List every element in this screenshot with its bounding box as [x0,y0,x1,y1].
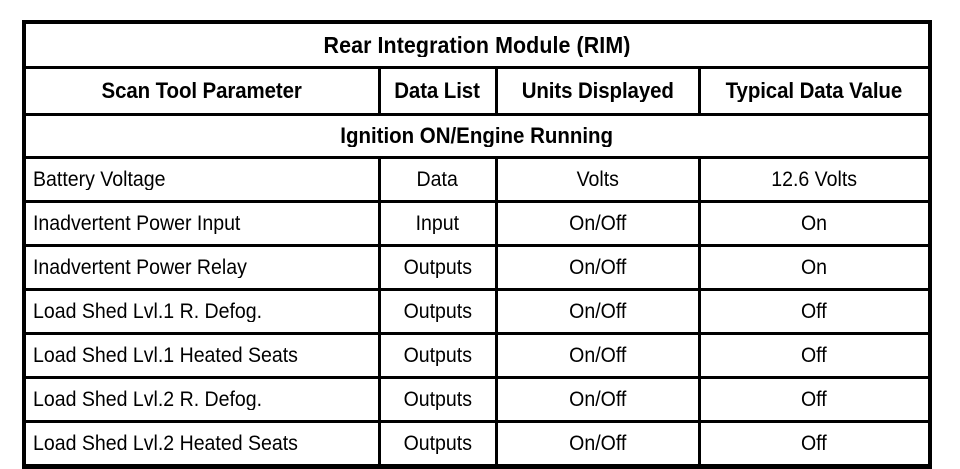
cell-units: On/Off [494,244,701,291]
cell-units: On/Off [494,200,701,247]
cell-parameter: Load Shed Lvl.1 Heated Seats [22,332,381,379]
table-row: Load Shed Lvl.2 R. Defog. Outputs On/Off… [22,376,933,423]
table-title-row: Rear Integration Module (RIM) [21,20,933,69]
cell-typical-value: On [697,200,933,247]
cell-data-list: Input [377,200,498,247]
column-header-scan-tool-parameter: Scan Tool Parameter [22,66,381,116]
section-header-ignition-on-engine-running: Ignition ON/Engine Running [21,113,933,159]
cell-typical-value: 12.6 Volts [697,156,933,203]
column-header-scan-tool-parameter-label: Scan Tool Parameter [101,80,302,102]
cell-parameter: Inadvertent Power Input [22,200,381,247]
column-header-units-displayed-label: Units Displayed [521,80,674,102]
section-header-row: Ignition ON/Engine Running [21,113,933,159]
rim-scan-tool-data-table: Rear Integration Module (RIM) Scan Tool … [21,20,933,469]
column-header-units-displayed: Units Displayed [494,66,701,116]
cell-parameter: Load Shed Lvl.2 Heated Seats [22,420,381,469]
page-root: Rear Integration Module (RIM) Scan Tool … [21,20,933,469]
cell-typical-value: On [697,244,933,291]
table-row: Inadvertent Power Relay Outputs On/Off O… [22,244,933,291]
cell-data-list: Outputs [377,420,498,469]
cell-parameter: Load Shed Lvl.1 R. Defog. [22,288,381,335]
table-row: Inadvertent Power Input Input On/Off On [22,200,933,247]
section-header-label: Ignition ON/Engine Running [340,125,614,147]
cell-units: Volts [494,156,701,203]
table-title: Rear Integration Module (RIM) [21,20,933,69]
cell-data-list: Data [377,156,498,203]
cell-units: On/Off [494,332,701,379]
cell-typical-value: Off [697,332,933,379]
cell-data-list: Outputs [377,288,498,335]
cell-parameter: Inadvertent Power Relay [22,244,381,291]
cell-typical-value: Off [697,288,933,335]
table-row: Load Shed Lvl.1 R. Defog. Outputs On/Off… [22,288,933,335]
cell-units: On/Off [494,288,701,335]
cell-parameter: Battery Voltage [22,156,381,203]
table-row: Load Shed Lvl.2 Heated Seats Outputs On/… [22,420,933,469]
column-header-data-list-label: Data List [394,80,481,102]
column-header-data-list: Data List [377,66,498,116]
cell-data-list: Outputs [377,376,498,423]
column-header-row: Scan Tool Parameter Data List Units Disp… [22,66,933,116]
cell-typical-value: Off [697,420,933,469]
column-header-typical-data-value-label: Typical Data Value [726,80,903,102]
table-row: Battery Voltage Data Volts 12.6 Volts [22,156,933,203]
table-row: Load Shed Lvl.1 Heated Seats Outputs On/… [22,332,933,379]
cell-parameter: Load Shed Lvl.2 R. Defog. [22,376,381,423]
cell-typical-value: Off [697,376,933,423]
column-header-typical-data-value: Typical Data Value [697,66,933,116]
cell-units: On/Off [494,420,701,469]
cell-data-list: Outputs [377,244,498,291]
cell-units: On/Off [494,376,701,423]
table-title-text: Rear Integration Module (RIM) [323,33,631,57]
cell-data-list: Outputs [377,332,498,379]
